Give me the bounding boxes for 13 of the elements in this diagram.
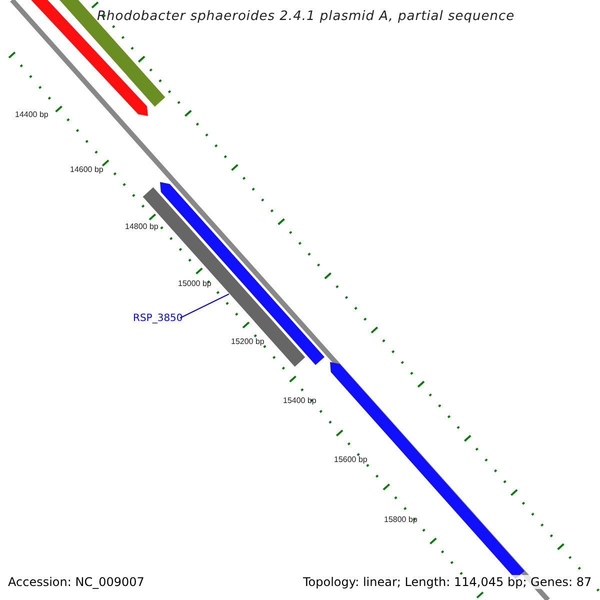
leader-line — [180, 294, 230, 318]
scale-label: 15200 bp — [231, 337, 264, 346]
gene-label: RSP_3850 — [133, 313, 183, 324]
scale-label: 15000 bp — [178, 279, 212, 288]
scale-label: 14800 bp — [125, 222, 158, 231]
info-text: Topology: linear; Length: 114,045 bp; Genes: 87 — [303, 575, 592, 589]
title: Rhodobacter sphaeroides 2.4.1 plasmid A, partial sequence — [97, 9, 515, 24]
info-text: Accession: NC_009007 — [8, 575, 144, 589]
scale-label: 15600 bp — [334, 455, 368, 464]
scale-label: 15400 bp — [283, 396, 316, 405]
scale-label: 14600 bp — [70, 165, 104, 174]
scale-label: 14400 bp — [15, 110, 48, 119]
scale-label: 15800 bp — [384, 515, 418, 524]
